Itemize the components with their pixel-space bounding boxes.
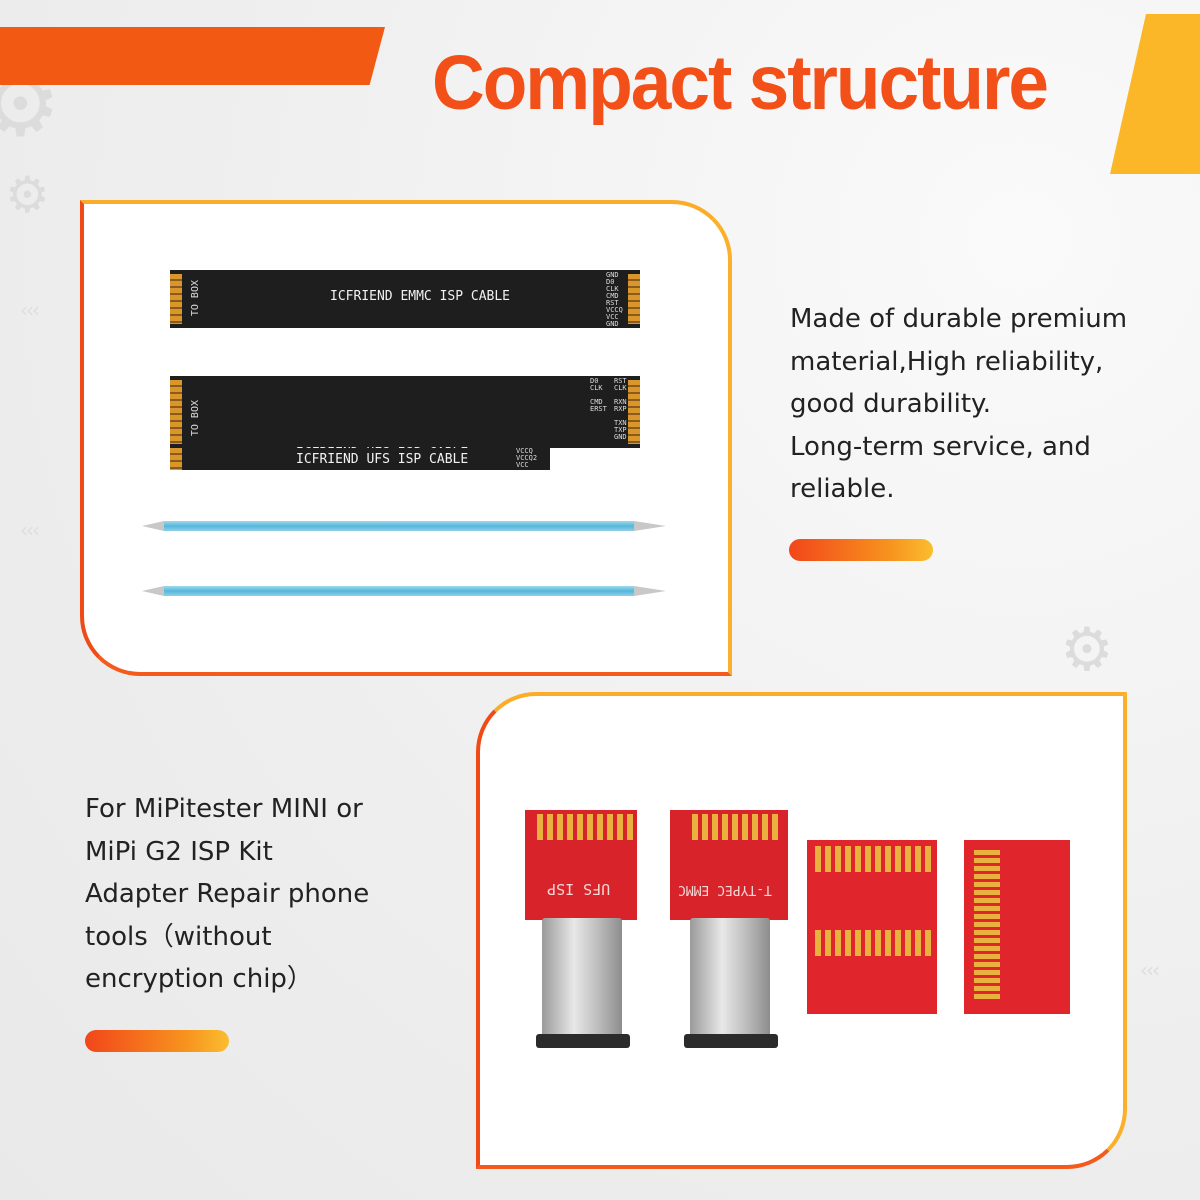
- cable-pads-left: [170, 380, 182, 444]
- emmc-adapter-board: [964, 840, 1070, 1014]
- ufs-adapter-board: [807, 840, 937, 1014]
- probe-pen: [164, 586, 634, 596]
- ufs-pin-labels-a: D0 CLK CMD ERST: [590, 377, 607, 413]
- probe-pen: [164, 521, 634, 531]
- accent-pill: [789, 539, 933, 561]
- accent-pill: [85, 1030, 229, 1052]
- description-line: MiPi G2 ISP Kit: [85, 836, 273, 867]
- description-line: reliable.: [790, 474, 895, 504]
- probe-tip: [142, 521, 164, 531]
- emmc-pin-labels: GND D0 CLK CMD RST VCCQ VCC GND: [606, 271, 623, 328]
- ufs-cable-tail: ICFRIEND UFS ISP CABLE VCCQ VCCQ2 VCC: [170, 448, 550, 470]
- probe-tip: [634, 586, 666, 596]
- ufs-isp-board: UFS ISP: [525, 810, 637, 920]
- board-pads: [815, 930, 931, 956]
- ufs-pin-labels-b: RST CLK RXN RXP TXN TXP GND: [614, 377, 627, 441]
- to-box-label: TO BOX: [190, 400, 201, 437]
- page-title: Compact structure: [432, 40, 1049, 127]
- description-line: Made of durable premium: [790, 304, 1128, 334]
- usb-c-connector: [542, 918, 622, 1038]
- board-pads: [815, 846, 931, 872]
- description-line: For MiPitester MINI or: [85, 794, 363, 824]
- chevron-decoration: ‹‹‹: [20, 518, 40, 542]
- usb-connector-base: [536, 1034, 630, 1048]
- cable-pads-left: [170, 274, 182, 324]
- description-line: good durability.: [790, 389, 992, 419]
- chevron-decoration: ‹‹‹: [1140, 958, 1160, 982]
- board-pads: [974, 850, 1000, 999]
- description-line: Long-term service, and: [790, 431, 1091, 462]
- description-line: encryption chip）: [85, 964, 313, 994]
- usb-connector-base: [684, 1034, 778, 1048]
- description-line: material,High reliability,: [790, 346, 1104, 377]
- cable-pads-right: [628, 274, 640, 324]
- gear-icon: ⚙: [5, 166, 50, 224]
- description-line: Adapter Repair phone: [85, 879, 370, 909]
- ufs-isp-cable: TO BOX ICFRIEND UFS ISP CABLE D0 CLK CMD…: [170, 376, 640, 461]
- emmc-isp-cable: TO BOX ICFRIEND EMMC ISP CABLE GND D0 CL…: [170, 270, 640, 328]
- emmc-cable-label: ICFRIEND EMMC ISP CABLE: [330, 289, 511, 304]
- cable-pads-left: [170, 448, 182, 470]
- ufs-isp-label: UFS ISP: [547, 880, 611, 898]
- usb-c-connector: [690, 918, 770, 1038]
- cable-pads-right: [628, 380, 640, 444]
- ufs-vcc-labels: VCCQ VCCQ2 VCC: [516, 447, 538, 469]
- description-line: tools（without: [85, 921, 272, 952]
- board-pads: [537, 814, 633, 840]
- board-pads: [692, 814, 778, 840]
- gear-icon: ⚙: [1060, 615, 1114, 685]
- product-card-adapters: UFS ISP T-TYPEC EMMC: [476, 692, 1127, 1169]
- chevron-decoration: ‹‹‹: [20, 298, 40, 322]
- typec-emmc-label: T-TYPEC EMMC: [678, 882, 772, 897]
- typec-emmc-board: T-TYPEC EMMC: [670, 810, 788, 920]
- to-box-label: TO BOX: [190, 280, 201, 317]
- header-banner-left: [0, 27, 385, 85]
- ufs-cable-label: ICFRIEND UFS ISP CABLE: [296, 452, 469, 467]
- product-card-cables: TO BOX ICFRIEND EMMC ISP CABLE GND D0 CL…: [80, 200, 732, 676]
- probe-tip: [634, 521, 666, 531]
- section1-description: Made of durable premium material,High re…: [790, 298, 1127, 511]
- probe-tip: [142, 586, 164, 596]
- section2-description: For MiPitester MINI or MiPi G2 ISP Kit A…: [85, 788, 369, 1001]
